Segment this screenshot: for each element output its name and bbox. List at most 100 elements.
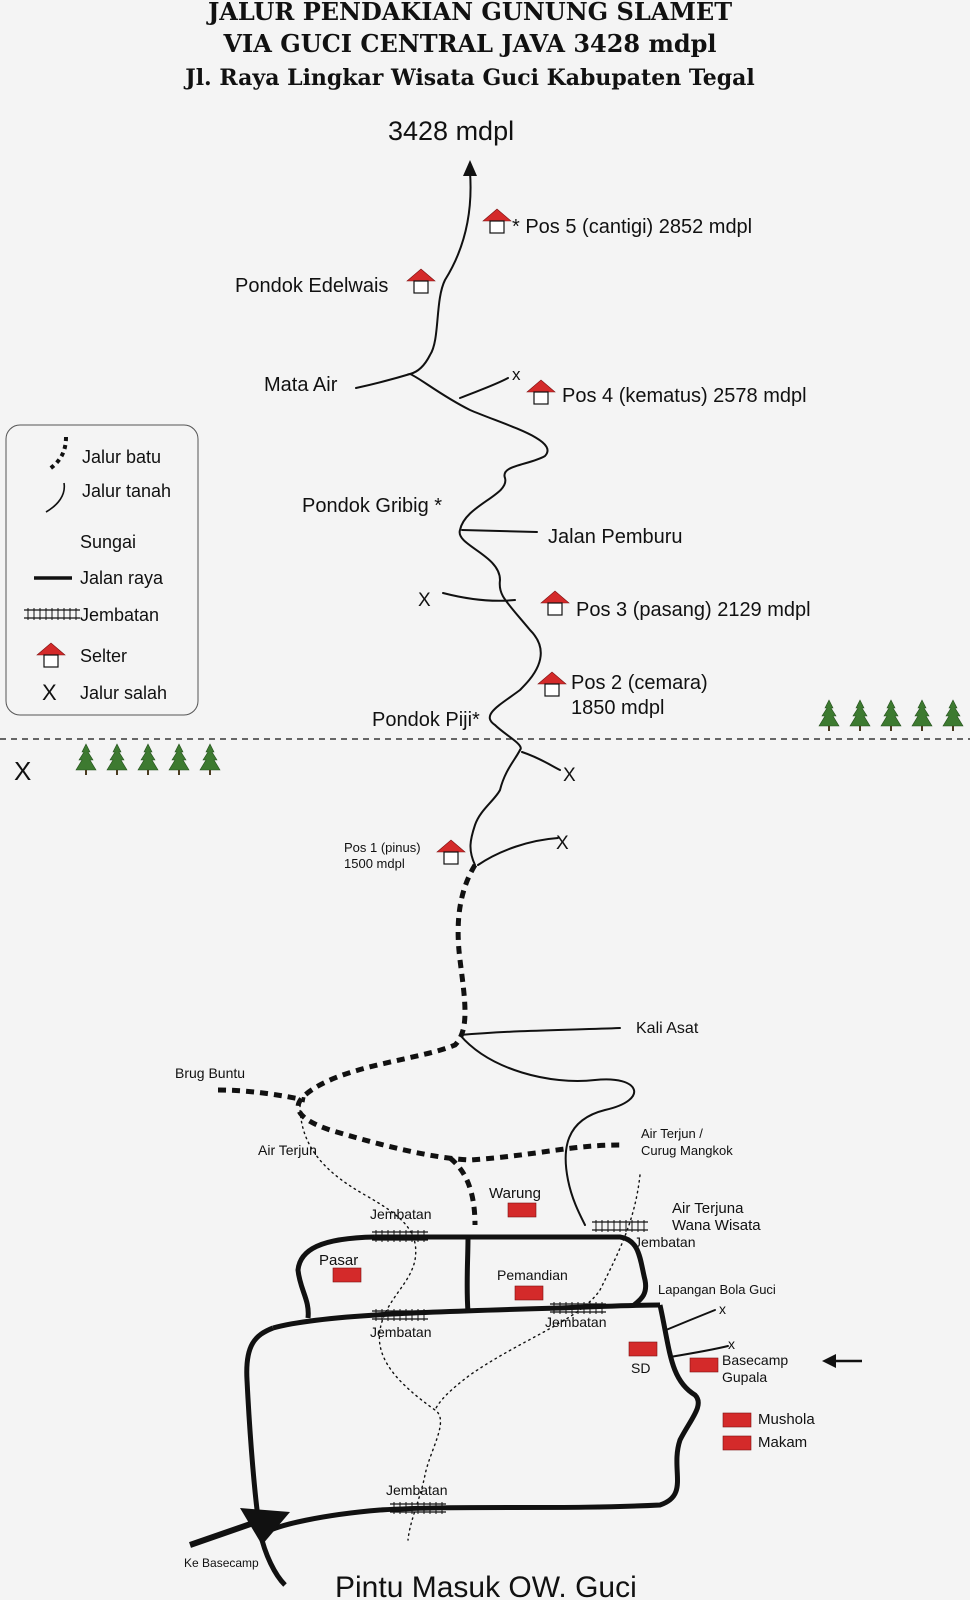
tree-icon: [911, 699, 933, 732]
wrong-path-mark: x: [512, 365, 521, 384]
map-subtitle: Jl. Raya Lingkar Wisata Guci Kabupaten T…: [183, 65, 754, 91]
road-west-loop: [295, 1234, 376, 1319]
tree-icon: [818, 699, 840, 732]
legend-label: Jalur salah: [80, 683, 167, 703]
wrong-path-mark: x: [719, 1301, 726, 1317]
trail-segment: [469, 749, 521, 866]
sd-label: SD: [631, 1360, 650, 1376]
jembatan-label: Jembatan: [545, 1314, 606, 1330]
legend-label: Jalur batu: [82, 447, 161, 467]
basecamp-name-label: Gupala: [722, 1369, 767, 1385]
road-upper-loop: [375, 1234, 649, 1307]
map-title-line1: JALUR PENDAKIAN GUNUNG SLAMET: [206, 0, 732, 26]
road-west-outer: [244, 1325, 287, 1587]
legend-dirt-trail-icon: [45, 482, 66, 513]
wrong-path-mark: X: [563, 765, 576, 786]
pos5-label: * Pos 5 (cantigi) 2852 mdpl: [512, 216, 752, 238]
shelter-icon: [540, 590, 570, 616]
stone-trail-brug-buntu: [217, 1087, 306, 1103]
summit-arrow: [463, 160, 477, 176]
legend-stone-trail-icon: [46, 436, 68, 472]
pos1-elevation: 1500 mdpl: [344, 856, 405, 871]
main-dirt-trail: [406, 171, 549, 751]
makam-building: [722, 1435, 752, 1451]
tree-icon: [75, 743, 97, 776]
jalan-pemburu-label: Jalan Pemburu: [548, 526, 683, 548]
legend-label: Jalan raya: [80, 568, 164, 588]
pos4-wrong-branch: [459, 377, 509, 399]
air-terjun-label: Air Terjun: [258, 1142, 317, 1158]
basecamp-label: Basecamp: [722, 1352, 788, 1368]
legend-box: [5, 424, 199, 716]
jembatan-label: Jembatan: [386, 1482, 447, 1498]
brug-buntu-label: Brug Buntu: [175, 1065, 245, 1081]
legend-label: Jembatan: [80, 605, 159, 625]
pos1-wrong-branch: [477, 837, 559, 866]
pondok-gribig-label: Pondok Gribig *: [302, 495, 442, 517]
shelter-icon: [526, 379, 556, 405]
tree-icon: [942, 699, 964, 732]
stone-trail-to-warung: [448, 1156, 478, 1226]
stone-trail-main: [295, 863, 621, 1163]
pasar-building: [332, 1267, 362, 1283]
wrong-path-mark: X: [14, 756, 31, 786]
tree-icon: [137, 743, 159, 776]
pasar-label: Pasar: [319, 1252, 358, 1269]
makam-label: Makam: [758, 1434, 807, 1451]
wana-wisata-name-label: Wana Wisata: [672, 1217, 761, 1234]
entry-arrowhead: [822, 1354, 836, 1368]
legend-label: Jalur tanah: [82, 481, 171, 501]
ke-basecamp-arrowhead: [240, 1508, 290, 1545]
wana-wisata-label: Air Terjuna: [672, 1200, 744, 1217]
shelter-icon: [406, 268, 436, 294]
legend-wrong-path-icon: X: [42, 680, 57, 705]
pos3-wrong-branch: [442, 592, 516, 602]
footer-title: Pintu Masuk OW. Guci: [335, 1571, 637, 1600]
pos2-elevation: 1850 mdpl: [571, 697, 664, 719]
wrong-path-branch: [665, 1309, 716, 1331]
shelter-icon: [537, 671, 567, 697]
map-title-line2: VIA GUCI CENTRAL JAVA 3428 mdpl: [222, 29, 716, 58]
pos4-label: Pos 4 (kematus) 2578 mdpl: [562, 385, 807, 407]
pemandian-building: [514, 1285, 544, 1301]
summit-label: 3428 mdpl: [388, 116, 514, 146]
mata-air-label: Mata Air: [264, 374, 338, 396]
wrong-path-mark: X: [418, 590, 431, 611]
road-warung-connector: [464, 1236, 471, 1313]
ke-basecamp-label: Ke Basecamp: [184, 1556, 259, 1570]
wrong-path-mark: x: [728, 1336, 735, 1352]
jalan-pemburu-branch: [461, 529, 538, 533]
warung-building: [507, 1202, 537, 1218]
legend-label: Sungai: [80, 532, 136, 552]
road-middle: [272, 1302, 661, 1331]
shelter-icon: [436, 839, 466, 865]
kali-asat-label: Kali Asat: [636, 1020, 699, 1037]
kali-asat-trail: [459, 1027, 621, 1036]
road-outer-loop: [264, 1304, 701, 1535]
wrong-path-mark: X: [556, 833, 569, 854]
lapangan-label: Lapangan Bola Guci: [658, 1282, 776, 1297]
tree-icon: [199, 743, 221, 776]
shelter-icon: [482, 208, 512, 234]
mushola-label: Mushola: [758, 1411, 815, 1428]
warung-label: Warung: [489, 1185, 541, 1202]
kali-asat-lower-trail: [459, 1034, 636, 1226]
pos1-label: Pos 1 (pinus): [344, 840, 421, 855]
pos2-label: Pos 2 (cemara): [571, 672, 708, 694]
river-air-terjun: [299, 1104, 442, 1541]
pondok-piji-label: Pondok Piji*: [372, 709, 480, 731]
wrong-path-branch: [669, 1345, 729, 1358]
basecamp-building: [689, 1357, 719, 1373]
pondok-edelwais-label: Pondok Edelwais: [235, 275, 388, 297]
tree-icon: [168, 743, 190, 776]
curug-name-label: Curug Mangkok: [641, 1143, 733, 1158]
curug-label: Air Terjun /: [641, 1126, 703, 1141]
jembatan-label: Jembatan: [370, 1206, 431, 1222]
jembatan-label: Jembatan: [370, 1324, 431, 1340]
tree-icon: [106, 743, 128, 776]
tree-icon: [880, 699, 902, 732]
pemandian-label: Pemandian: [497, 1267, 568, 1283]
legend-label: Selter: [80, 646, 127, 666]
sd-building: [628, 1341, 658, 1357]
